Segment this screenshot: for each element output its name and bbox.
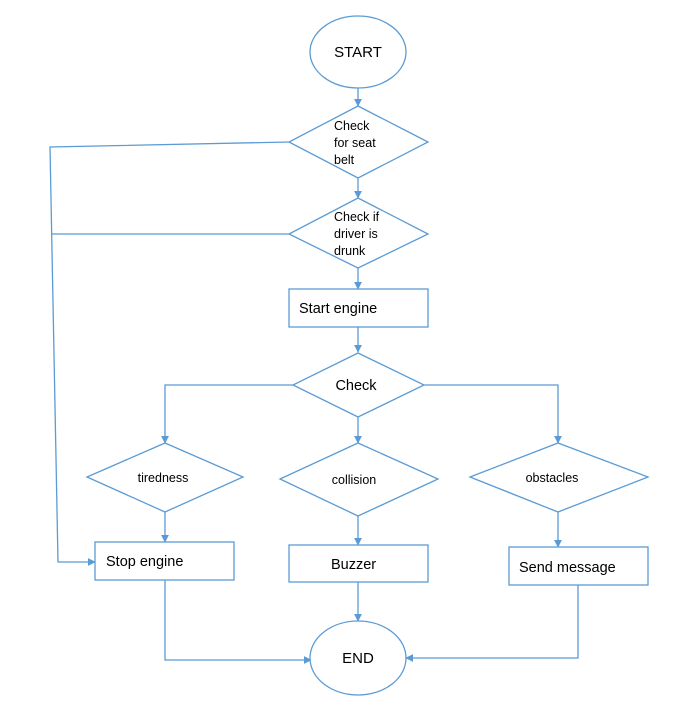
start-engine-box: [288, 288, 429, 328]
drunk-decision: Check if driver is drunk: [287, 197, 430, 269]
obstacles-diamond: [468, 442, 650, 513]
collision-label: collision: [332, 473, 377, 487]
start-terminal-shape: [309, 15, 407, 89]
arrow-check-to-tiredness: [161, 384, 293, 444]
seat-belt-diamond: [287, 105, 430, 179]
check-label: Check: [335, 378, 377, 394]
arrow-send-message-to-end: [405, 585, 579, 662]
obstacles-label: obstacles: [526, 471, 579, 485]
drunk-diamond: [287, 197, 430, 269]
start-label: START: [334, 44, 382, 61]
buzzer-box: [288, 544, 429, 583]
start-node: START: [309, 15, 407, 89]
send-message-node: Send message: [508, 546, 649, 586]
stop-engine-label: Stop engine: [106, 554, 183, 570]
obstacles-decision: obstacles: [468, 442, 650, 513]
drunk-label-line-3: drunk: [334, 244, 366, 258]
seat-belt-label-line-1: Check: [334, 119, 370, 133]
seat-belt-label-line-3: belt: [334, 153, 355, 167]
tiredness-decision: tiredness: [85, 442, 245, 513]
stop-engine-box: [94, 541, 235, 581]
drunk-label-line-2: driver is: [334, 227, 378, 241]
arrow-seat-belt-fail-to-stop-engine: [49, 141, 290, 566]
tiredness-label: tiredness: [138, 471, 189, 485]
seat-belt-label-line-2: for seat: [334, 136, 376, 150]
end-node: END: [309, 620, 407, 696]
start-engine-node: Start engine: [288, 288, 429, 328]
end-label: END: [342, 650, 374, 667]
stop-engine-node: Stop engine: [94, 541, 235, 581]
send-message-label: Send message: [519, 560, 616, 576]
arrow-stop-engine-to-end: [164, 580, 312, 664]
send-message-box: [508, 546, 649, 586]
check-diamond: [291, 352, 426, 418]
seat-belt-decision: Check for seat belt: [287, 105, 430, 179]
arrow-check-to-obstacles: [424, 384, 562, 444]
connectors: [49, 88, 579, 664]
collision-decision: collision: [278, 442, 440, 517]
start-engine-label: Start engine: [299, 301, 377, 317]
collision-diamond: [278, 442, 440, 517]
drunk-label-line-1: Check if: [334, 210, 380, 224]
tiredness-diamond: [85, 442, 245, 513]
end-terminal-shape: [309, 620, 407, 696]
buzzer-node: Buzzer: [288, 544, 429, 583]
check-decision: Check: [291, 352, 426, 418]
buzzer-label: Buzzer: [331, 557, 376, 573]
